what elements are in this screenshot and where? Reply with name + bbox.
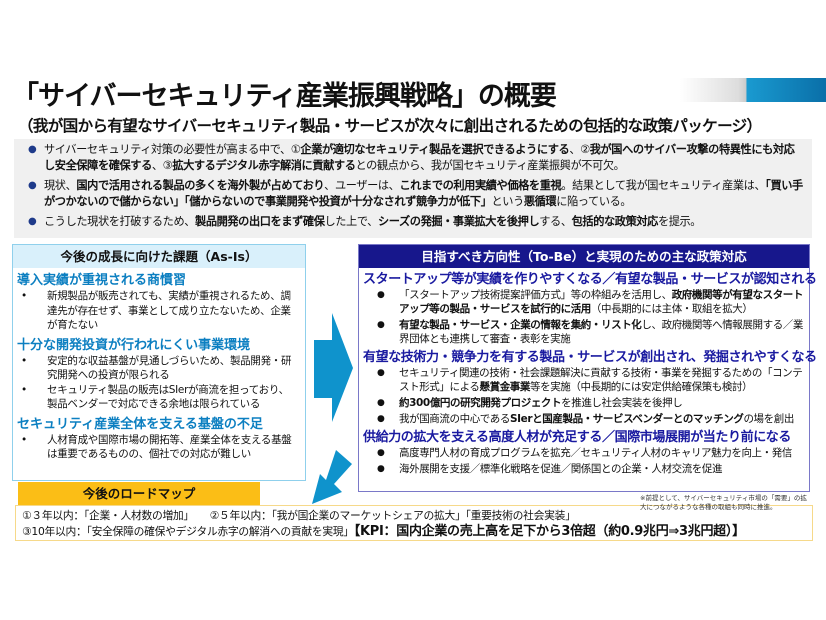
down-left-arrow-icon <box>312 450 352 504</box>
as-is-item: 新規製品が販売されても、実績が重視されるため、調達先が存在せず、事業として成り立… <box>13 289 305 333</box>
text-segment: 海外展開を支援／標準化戦略を促進／関係国との企業・人材交流を促進 <box>399 463 723 475</box>
text-segment: セキュリティ関連の技術・社会課題解決に貢献する技術・事業を発掘するための「コンテ… <box>399 367 803 393</box>
summary-bullet: サイバーセキュリティ対策の必要性が高まる中で、①企業が適切なセキュリティ製品を選… <box>28 142 804 174</box>
bold-text: シーズの発掘・事業拡大を後押し <box>377 215 540 228</box>
bold-text: 包括的な政策対応 <box>571 215 659 228</box>
roadmap-3yr: ①３年以内：「企業・人材数の増加」 <box>22 509 194 522</box>
as-is-heading: 導入実績が重視される商慣習 <box>17 273 187 288</box>
as-is-panel: 今後の成長に向けた課題（As-Is） 導入実績が重視される商慣習新規製品が販売さ… <box>12 244 306 481</box>
summary-bullet: 現状、国内で活用される製品の多くを海外製が占めており、ユーザーは、これまでの利用… <box>28 178 804 210</box>
summary-box: サイバーセキュリティ対策の必要性が高まる中で、①企業が適切なセキュリティ製品を選… <box>14 139 812 238</box>
bold-text: 我が国へのサイバー攻撃の特異性にも対応し安全保障を確保する <box>44 143 795 172</box>
text-segment: 「スタートアップ技術提案評価方式」等の枠組みを活用し、 <box>399 289 672 301</box>
text-segment: 、③ <box>151 159 173 172</box>
text-segment: 、ユーザーは、 <box>324 179 400 192</box>
bold-text: 製品開発の出口をまず確保 <box>195 215 325 228</box>
text-segment: し、政府機関等へ情報展開する／業界団体とも連携して審査・表彰を実施 <box>399 319 804 345</box>
to-be-item: 海外展開を支援／標準化戦略を促進／関係国との企業・人材交流を促進 <box>359 462 809 476</box>
bold-text: 国内で活用される製品の多くを海外製が占めており <box>76 179 325 192</box>
roadmap-5yr: ②５年以内：「我が国企業のマーケットシェアの拡大」「重要技術の社会実装」 <box>209 509 576 522</box>
to-be-item: セキュリティ関連の技術・社会課題解決に貢献する技術・事業を発掘するための「コンテ… <box>359 366 809 394</box>
as-is-body: 導入実績が重視される商慣習新規製品が販売されても、実績が重視されるため、調達先が… <box>13 272 305 462</box>
to-be-item: 高度専門人材の育成プログラムを拡充／セキュリティ人材のキャリア魅力を向上・発信 <box>359 446 809 460</box>
bold-text: 約300億円の研究開発プロジェクト <box>399 397 562 409</box>
text-segment: の場を創出 <box>743 413 794 425</box>
page-title: 「サイバーセキュリティ産業振興戦略」の概要 <box>12 81 557 112</box>
roadmap-label: 今後のロードマップ <box>18 482 260 505</box>
text-segment: サイバーセキュリティ対策の必要性が高まる中で、① <box>44 143 301 156</box>
text-segment: 。結果として我が国セキュリティ産業は、 <box>561 179 766 192</box>
text-segment: との観点から、我が国セキュリティ産業振興が不可欠。 <box>355 159 625 172</box>
text-segment: 我が国商流の中心である <box>399 413 510 425</box>
roadmap-box: ①３年以内：「企業・人材数の増加」 ②５年以内：「我が国企業のマーケットシェアの… <box>15 505 813 541</box>
roadmap-10yr: ③10年以内：「安全保障の確保やデジタル赤字の解消への貢献を実現」 <box>22 525 354 538</box>
roadmap-note: ※前提として、サイバーセキュリティ市場の「需要」の拡大につながるような各種の取組… <box>640 494 807 511</box>
to-be-heading: スタートアップ等が実績を作りやすくなる／有望な製品・サービスが認知される <box>363 272 817 287</box>
to-be-item: 有望な製品・サービス・企業の情報を集約・リスト化し、政府機関等へ情報展開する／業… <box>359 318 809 346</box>
text-segment: 現状、 <box>44 179 77 192</box>
text-segment: する、 <box>539 215 572 228</box>
bold-text: SIerと国産製品・サービスベンダーとのマッチング <box>510 413 744 425</box>
bold-text: 「買い手がつかないので儲からない」「儲からないので事業開発や投資が十分なされず競… <box>44 179 803 208</box>
as-is-heading: セキュリティ産業全体を支える基盤の不足 <box>17 416 263 432</box>
to-be-heading: 供給力の拡大を支える高度人材が充足する／国際市場展開が当たり前になる <box>363 430 792 445</box>
to-be-body: スタートアップ等が実績を作りやすくなる／有望な製品・サービスが認知される「スター… <box>359 271 817 476</box>
as-is-item: セキュリティ製品の販売はSIerが商流を担っており、製品ベンダーで対応できる余地… <box>13 383 305 412</box>
to-be-header: 目指すべき方向性（To-Be）と実現のための主な政策対応 <box>359 245 809 268</box>
text-segment: を推進し社会実装を後押し <box>561 397 683 409</box>
to-be-item: 約300億円の研究開発プロジェクトを推進し社会実装を後押し <box>359 396 809 410</box>
to-be-heading: 有望な技術力・競争力を有する製品・サービスが創出され、発掘されやすくなる <box>363 350 817 365</box>
bold-text: 有望な製品・サービス・企業の情報を集約・リスト化 <box>399 319 642 331</box>
summary-bullet: こうした現状を打破するため、製品開発の出口をまず確保した上で、シーズの発掘・事業… <box>28 214 804 230</box>
text-segment: 等を実施（中長期的には安定供給確保策も検討） <box>530 381 753 393</box>
bold-text: 懸賞金事業 <box>479 381 531 393</box>
text-segment: という <box>491 195 524 208</box>
kpi-text: 【KPI：国内企業の売上高を足下から3倍超（約0.9兆円⇒3兆円超）】 <box>353 524 745 539</box>
bold-text: 政府機関等が有望なスタートアップ等の製品・サービスを試行的に活用 <box>399 289 804 315</box>
text-segment: した上で、 <box>324 215 378 228</box>
right-arrow-icon <box>314 313 353 422</box>
text-segment: こうした現状を打破するため、 <box>44 215 196 228</box>
as-is-item: 人材育成や国際市場の開拓等、産業全体を支える基盤は重要であるものの、個社での対応… <box>13 433 305 462</box>
page-subtitle: （我が国から有望なサイバーセキュリティ製品・サービスが次々に創出されるための包括… <box>18 117 762 135</box>
bold-text: 拡大するデジタル赤字解消に貢献する <box>172 159 356 172</box>
bold-text: 悪循環 <box>523 195 557 208</box>
text-segment: （中長期的には主体・取組を拡大） <box>590 303 753 315</box>
bold-text: これまでの利用実績や価格を重視 <box>399 179 562 192</box>
text-segment: を提示。 <box>657 215 702 228</box>
to-be-item: 「スタートアップ技術提案評価方式」等の枠組みを活用し、政府機関等が有望なスタート… <box>359 288 809 316</box>
bold-text: 企業が適切なセキュリティ製品を選択できるようにする <box>300 143 570 156</box>
as-is-item: 安定的な収益基盤が見通しづらいため、製品開発・研究開発への投資が限られる <box>13 354 305 383</box>
text-segment: 、② <box>569 143 590 156</box>
decorative-header-bar <box>680 78 826 102</box>
as-is-heading: 十分な開発投資が行われにくい事業環境 <box>17 337 251 353</box>
to-be-panel: 目指すべき方向性（To-Be）と実現のための主な政策対応 スタートアップ等が実績… <box>358 244 817 492</box>
as-is-header: 今後の成長に向けた課題（As-Is） <box>13 245 305 268</box>
text-segment: 高度専門人材の育成プログラムを拡充／セキュリティ人材のキャリア魅力を向上・発信 <box>399 447 792 459</box>
to-be-item: 我が国商流の中心であるSIerと国産製品・サービスベンダーとのマッチングの場を創… <box>359 412 809 426</box>
text-segment: に陥っている。 <box>556 195 632 208</box>
